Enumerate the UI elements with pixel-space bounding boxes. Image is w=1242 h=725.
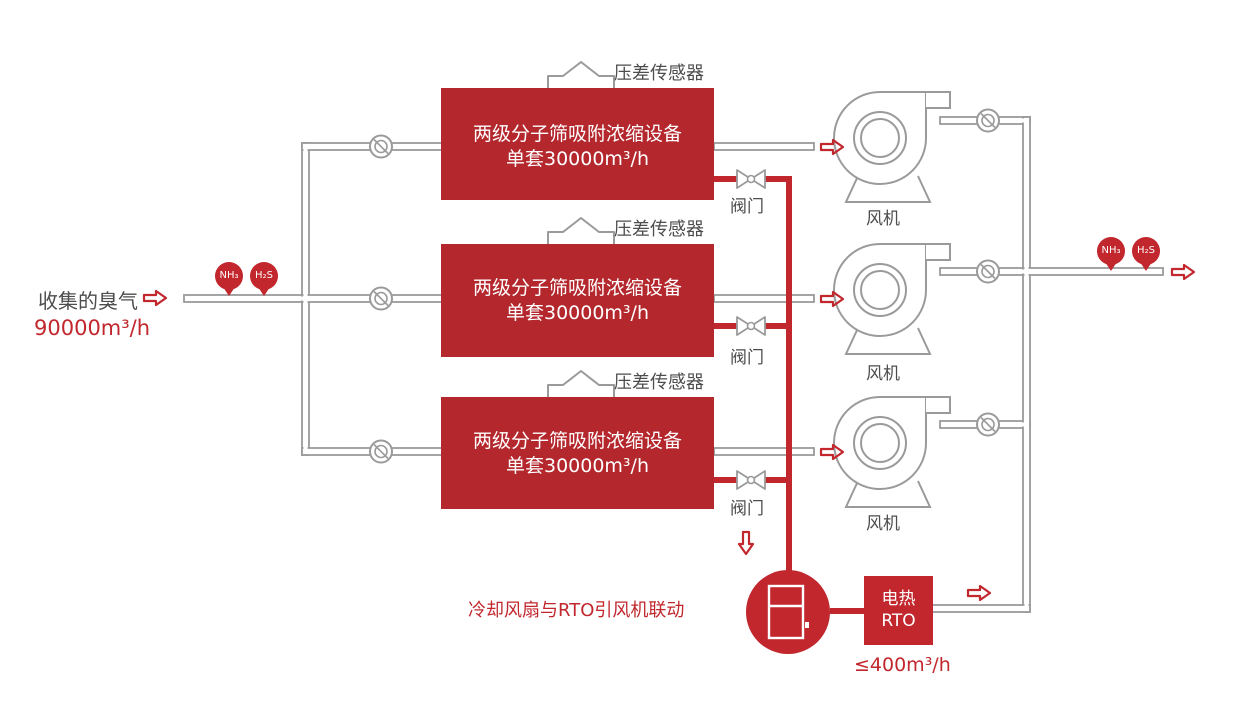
desorption-pipes xyxy=(714,176,792,576)
unit-text: 两级分子筛吸附浓缩设备 单套30000m³/h xyxy=(441,276,714,325)
electric-rto xyxy=(864,576,933,645)
rto-line2: RTO xyxy=(881,611,916,632)
adsorption-unit xyxy=(441,244,714,357)
inlet-damper-icon xyxy=(369,286,393,311)
sensor-label: 压差传感器 xyxy=(614,372,704,393)
inlet-arrow-icon xyxy=(142,289,168,307)
adsorption-unit xyxy=(441,397,714,509)
valve-label: 阀门 xyxy=(730,197,764,217)
outlet-manifold xyxy=(931,116,1164,613)
inlet-label: 收集的臭气 xyxy=(38,289,138,313)
valve-icon xyxy=(736,316,766,336)
outlet-damper-icon xyxy=(976,412,1000,437)
nh3-tag: NH₃ xyxy=(1097,237,1125,265)
inlet-flow: 90000m³/h xyxy=(34,316,151,340)
rto-feed-pipe xyxy=(830,608,864,614)
unit-capacity: 单套30000m³/h xyxy=(505,147,649,170)
sensor-label: 压差传感器 xyxy=(614,63,704,84)
unit-name: 两级分子筛吸附浓缩设备 xyxy=(472,277,682,299)
h2s-tag: H₂S xyxy=(1132,237,1160,265)
valve-icon xyxy=(736,470,766,490)
unit-name: 两级分子筛吸附浓缩设备 xyxy=(472,430,682,452)
h2s-tag: H₂S xyxy=(250,262,278,290)
outlet-damper-icon xyxy=(976,259,1000,284)
pressure-sensor-icon xyxy=(547,217,615,245)
nh3-tag: NH₃ xyxy=(215,262,243,290)
unit-outlet-pipes xyxy=(713,142,815,456)
rto-flow: ≤400m³/h xyxy=(854,654,951,676)
fan-label: 风机 xyxy=(866,364,900,384)
fan-icon xyxy=(833,243,951,355)
unit-text: 两级分子筛吸附浓缩设备 单套30000m³/h xyxy=(441,429,714,478)
adsorption-unit xyxy=(441,88,714,200)
valve-label: 阀门 xyxy=(730,499,764,519)
rto-label: 电热 RTO xyxy=(864,588,933,632)
valve-label: 阀门 xyxy=(730,348,764,368)
valve-icon xyxy=(736,169,766,189)
outlet-arrow-icon xyxy=(1170,263,1196,281)
fan-label: 风机 xyxy=(866,209,900,229)
unit-name: 两级分子筛吸附浓缩设备 xyxy=(472,123,682,145)
cooling-down-arrow-icon xyxy=(737,530,755,556)
sensor-label: 压差传感器 xyxy=(614,219,704,240)
pressure-sensor-icon xyxy=(547,61,615,89)
fan-icon xyxy=(833,396,951,508)
fan-label: 风机 xyxy=(866,514,900,534)
unit-text: 两级分子筛吸附浓缩设备 单套30000m³/h xyxy=(441,122,714,171)
rto-line1: 电热 xyxy=(881,589,916,609)
cooling-fan-icon xyxy=(746,570,830,654)
inlet-damper-icon xyxy=(369,134,393,159)
pressure-sensor-icon xyxy=(547,370,615,398)
unit-capacity: 单套30000m³/h xyxy=(505,454,649,477)
cooling-note: 冷却风扇与RTO引风机联动 xyxy=(468,600,685,621)
inlet-damper-icon xyxy=(369,439,393,464)
fan-icon xyxy=(833,91,951,203)
rto-exhaust-arrow-icon xyxy=(966,584,992,602)
unit-capacity: 单套30000m³/h xyxy=(505,301,649,324)
outlet-damper-icon xyxy=(976,108,1000,133)
